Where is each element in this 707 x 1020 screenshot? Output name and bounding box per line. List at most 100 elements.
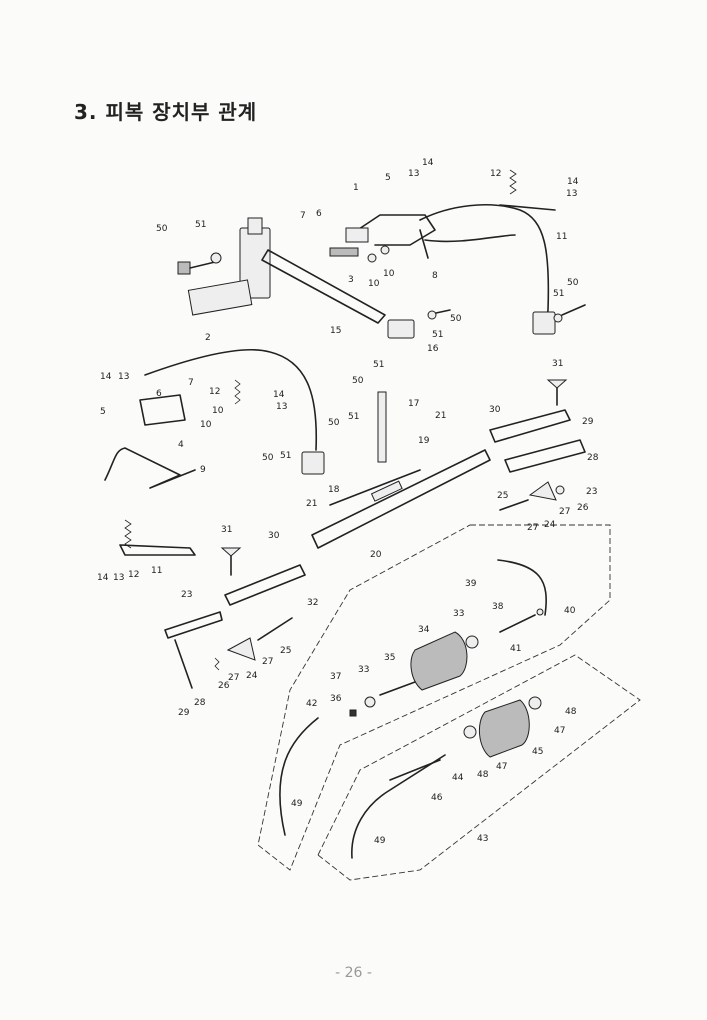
callout-23-right: 23 [586,487,597,497]
callout-41: 41 [510,644,521,654]
callout-13-mid: 13 [276,402,287,412]
callout-21-right: 21 [435,411,446,421]
part-38-41-link [499,608,544,633]
callout-14-left: 14 [100,372,112,382]
part-23-bracket [164,611,223,689]
callout-47-bottom: 47 [496,762,507,772]
part-45-roller [463,696,542,758]
callout-15: 15 [330,326,341,336]
callout-50-e: 50 [328,418,340,428]
assembly-outline-43 [317,654,641,881]
callout-50-a: 50 [156,224,168,234]
callout-13-top: 13 [408,169,419,179]
callout-17: 17 [408,399,419,409]
callout-26-left: 26 [218,681,230,691]
callout-14-mid: 14 [273,390,285,400]
part-50-bolt-top [177,252,222,275]
callout-50-d: 50 [352,376,364,386]
part-31-wing-left [220,547,242,576]
callout-27-a: 27 [527,523,538,533]
part-2-arm [139,349,325,475]
callout-18: 18 [328,485,340,495]
callout-35: 35 [384,653,395,663]
callout-24-left: 24 [246,671,258,681]
part-12-spring-left [124,519,132,549]
callout-10-a: 10 [368,279,380,289]
callout-16: 16 [427,344,439,354]
callout-29-right: 29 [582,417,594,427]
part-12-spring-top [509,169,517,195]
callout-33-top: 33 [453,609,464,619]
callout-26-right: 26 [577,503,589,513]
callout-42: 42 [306,699,317,709]
callout-29-left: 29 [178,708,190,718]
callout-45: 45 [532,747,543,757]
callout-13-right: 13 [566,189,577,199]
callout-21-left: 21 [306,499,317,509]
part-35-shaft [349,681,416,717]
callout-10-b: 10 [383,269,395,279]
callout-36: 36 [330,694,342,704]
part-9-rod [104,447,196,489]
callout-9: 9 [200,465,206,475]
callout-13-bottom: 13 [113,573,124,583]
callout-27-b: 27 [559,507,570,517]
part-30-rail-left [224,564,306,606]
callout-20: 20 [370,550,382,560]
callout-28-left: 28 [194,698,206,708]
callout-10-c: 10 [212,406,224,416]
callout-2: 2 [205,333,211,343]
callout-31-left: 31 [221,525,232,535]
part-31-wing-right [546,379,568,406]
part-39-cable [497,559,547,616]
part-15-shaft [187,217,386,324]
part-11-lever-left [119,544,196,556]
callout-49-right: 49 [374,836,386,846]
callout-6-left: 6 [156,389,162,399]
part-11-arm-top [419,204,556,335]
callout-12-top: 12 [490,169,501,179]
callout-6-top: 6 [316,209,322,219]
callout-51-e: 51 [348,412,359,422]
callout-31-right: 31 [552,359,563,369]
page-title: 3. 피복 장치부 관계 [74,100,258,124]
part-24-cone-left [214,617,293,671]
callout-47-right: 47 [554,726,565,736]
callout-51-a: 51 [195,220,206,230]
callout-5-left: 5 [100,407,106,417]
callout-27-d: 27 [228,673,239,683]
callout-51-c: 51 [553,289,564,299]
callout-48-bottom: 48 [477,770,489,780]
part-1-linkage [329,214,436,263]
callout-23-left: 23 [181,590,192,600]
part-12-spring-mid [234,379,241,405]
part-30-rail-right [489,409,586,473]
callout-37: 37 [330,672,341,682]
callout-3: 3 [348,275,354,285]
part-17-bar [377,391,387,463]
callout-39: 39 [465,579,477,589]
callout-1: 1 [353,183,359,193]
callout-51-f: 51 [280,451,291,461]
callout-14-top: 14 [422,158,434,168]
part-42-49-cable [279,717,319,836]
callout-27-c: 27 [262,657,273,667]
callout-11-top: 11 [556,232,567,242]
callout-49-left: 49 [291,799,303,809]
callout-50-f: 50 [262,453,274,463]
callout-34: 34 [418,625,430,635]
callout-33-bottom: 33 [358,665,369,675]
callout-32: 32 [307,598,318,608]
callout-8: 8 [432,271,438,281]
page-number: - 26 - [335,965,372,981]
callout-40: 40 [564,606,576,616]
callout-38: 38 [492,602,504,612]
callout-4: 4 [178,440,184,450]
callout-11-left: 11 [151,566,162,576]
callout-51-d: 51 [373,360,384,370]
callout-43: 43 [477,834,488,844]
callout-7-left: 7 [188,378,194,388]
callout-30-right: 30 [489,405,501,415]
part-46-cable [351,754,446,859]
